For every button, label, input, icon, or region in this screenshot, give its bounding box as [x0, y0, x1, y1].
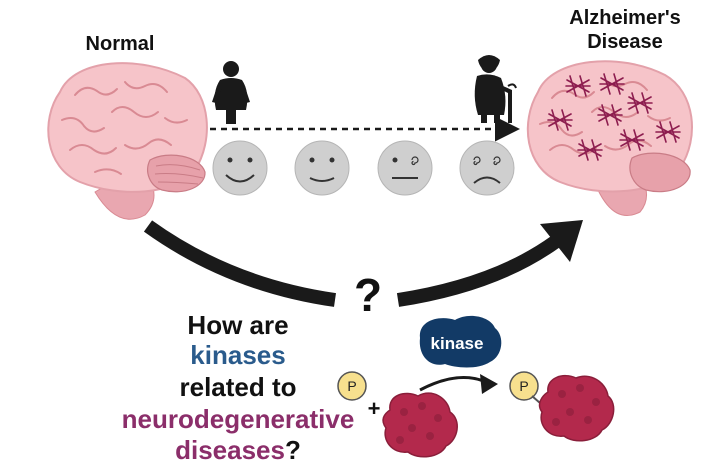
question-mark: ? [353, 269, 383, 321]
phosphate-label: P [347, 378, 357, 394]
young-person-icon [212, 61, 250, 124]
plaque-tangles [547, 73, 681, 161]
flat-face [377, 140, 433, 196]
alzheimers-label-line2: Disease [587, 31, 663, 53]
alzheimers-brain-icon [526, 60, 693, 216]
question-line-neurodegenerative: neurodegenerative [121, 404, 355, 434]
question-diseases: diseases [175, 435, 285, 465]
curved-arrow-right-segment [396, 236, 560, 307]
curved-arrow-left-segment [143, 220, 336, 307]
question-line-5: diseases? [118, 435, 358, 465]
kinase-enzyme-icon [419, 315, 502, 368]
question-line-1: How are [187, 310, 289, 340]
reaction-arrow [419, 376, 487, 392]
elderly-person-icon [474, 55, 517, 123]
protein-icon [382, 392, 458, 458]
happy-face [212, 140, 268, 196]
normal-brain-icon [47, 62, 208, 220]
question-suffix: ? [284, 435, 301, 465]
question-line-kinases: kinases [190, 340, 286, 370]
kinase-label: kinase [430, 334, 484, 353]
reaction-arrowhead [480, 374, 498, 394]
plus-sign: + [367, 396, 381, 421]
frown-face [459, 140, 515, 196]
curved-arrow-head [540, 220, 583, 262]
question-line-3: related to [179, 372, 297, 402]
alzheimers-label-line1: Alzheimer's [569, 7, 681, 29]
normal-label: Normal [85, 33, 155, 55]
neutral-smile-face [294, 140, 350, 196]
phosphate-icon-attached [509, 371, 539, 401]
phosphate-icon [337, 371, 367, 401]
phosphorylated-protein-icon [538, 374, 615, 442]
phosphate-label-attached: P [519, 378, 529, 394]
